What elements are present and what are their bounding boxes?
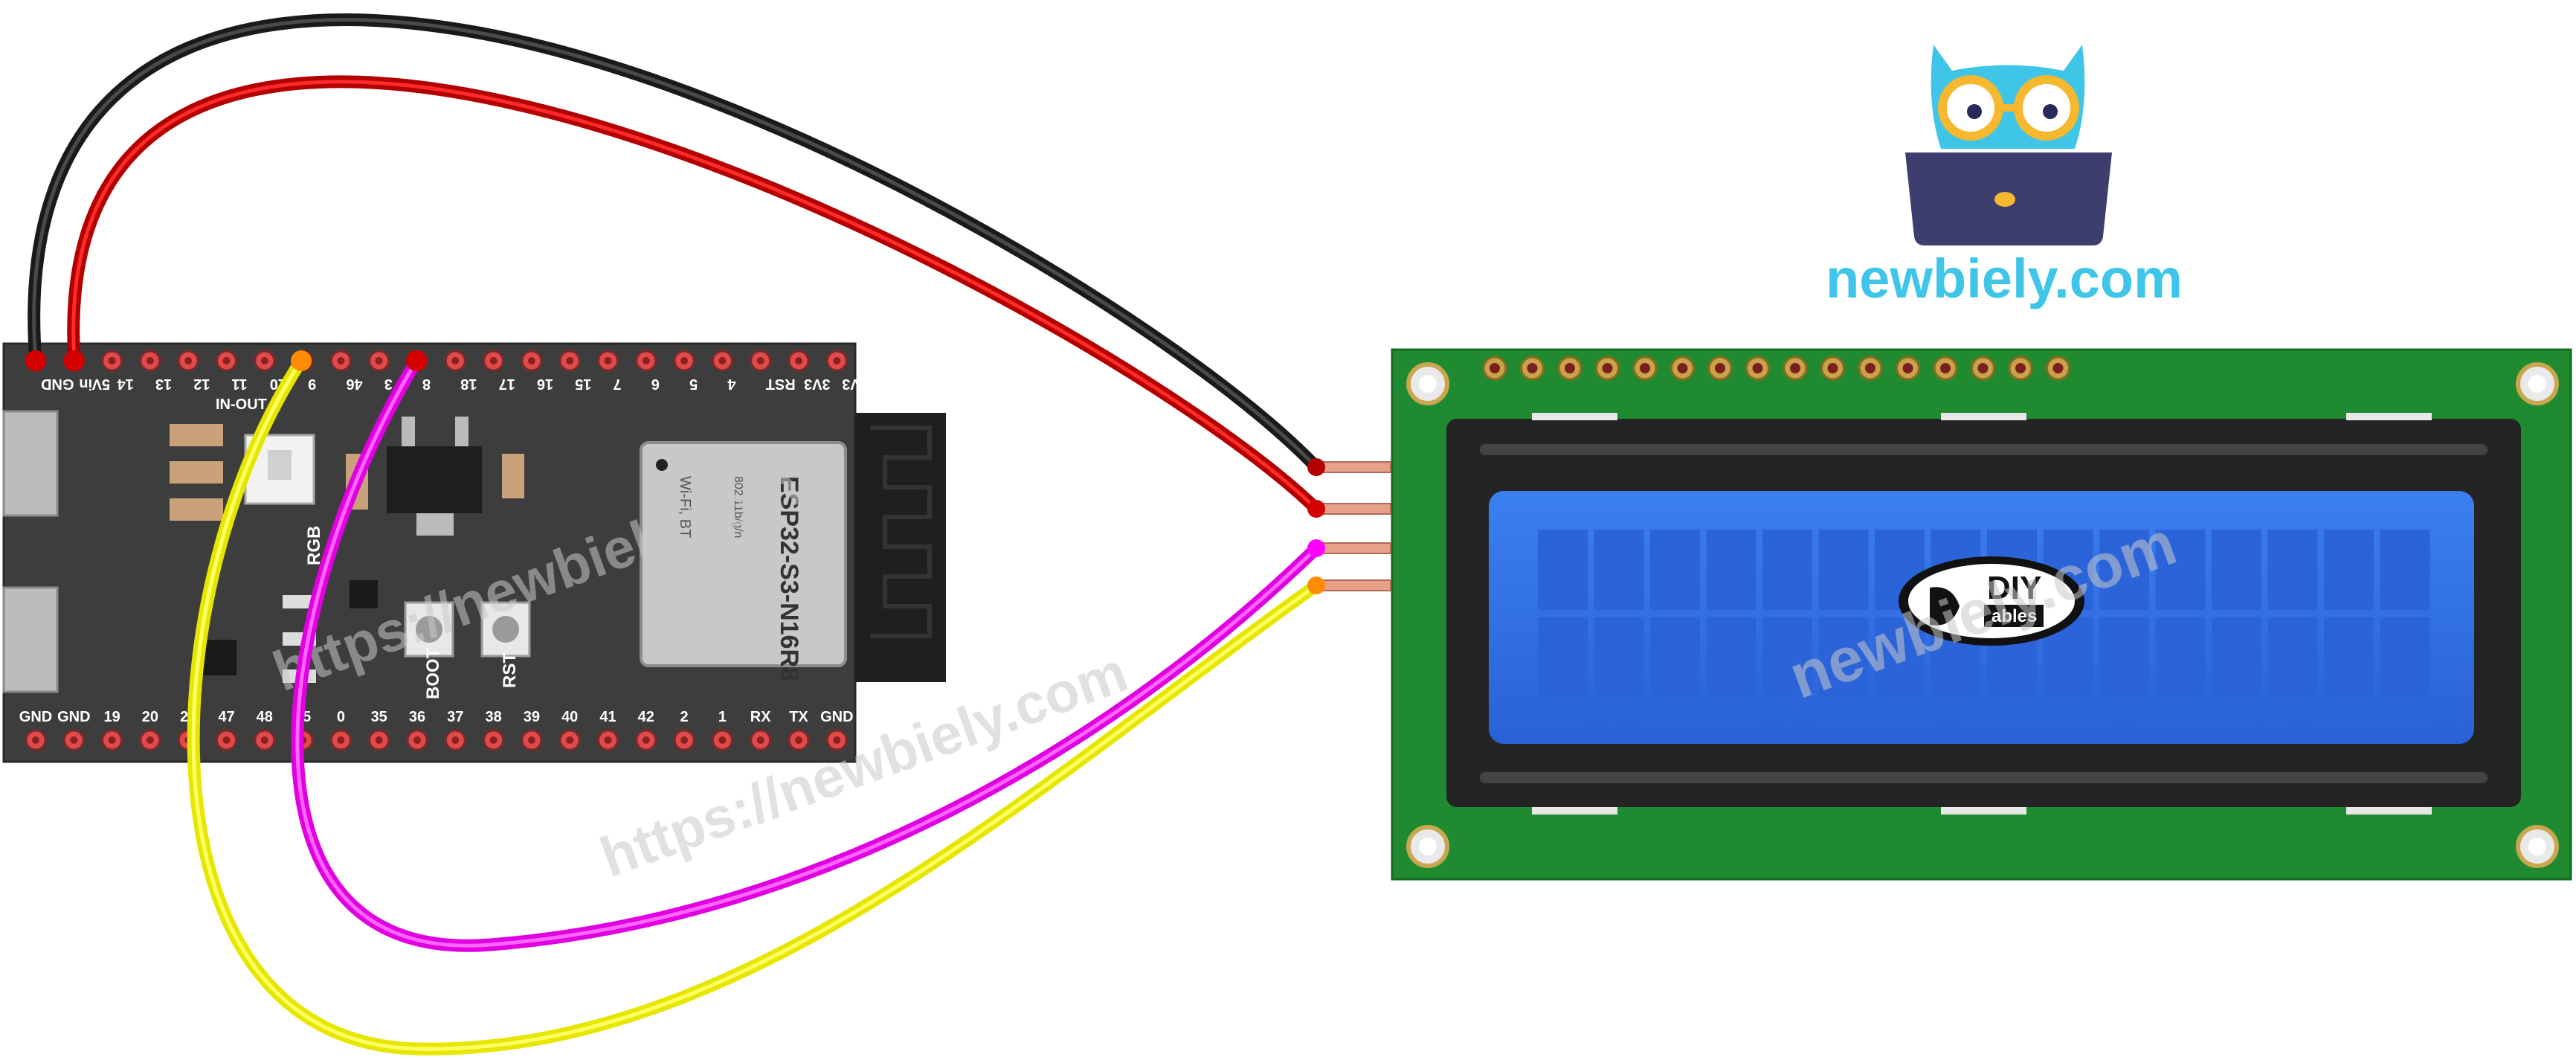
lcd-char-cell xyxy=(2212,530,2261,610)
lcd-char-cell xyxy=(2099,530,2149,610)
top-pin-label: 4 xyxy=(727,376,736,392)
usb-port-top xyxy=(2,410,59,517)
lcd-char-cell xyxy=(1762,617,1812,698)
top-pin-label: 11 xyxy=(232,376,248,392)
lcd-char-cell xyxy=(1594,617,1644,698)
module-sub1: Wi-Fi, BT xyxy=(677,476,693,538)
lcd-parallel-pins xyxy=(1482,356,2070,381)
bottom-pin-label: GND xyxy=(19,709,52,725)
lcd-char-cell xyxy=(1762,530,1812,610)
bottom-pin-label: 48 xyxy=(257,709,273,725)
lcd-char-cell xyxy=(1650,530,1700,610)
top-pin-label: 5 xyxy=(689,376,698,392)
top-pin-label: 15 xyxy=(575,376,591,392)
top-pin-label: 14 xyxy=(117,376,134,392)
top-pin-label: 8 xyxy=(422,376,431,392)
boot-button[interactable] xyxy=(404,601,454,658)
lcd-logo-text: DIY xyxy=(1987,570,2041,606)
top-pin-label: GND xyxy=(41,376,74,392)
lcd-char-cell xyxy=(2267,617,2318,698)
module-label: ESP32-S3-N16R8 xyxy=(775,476,803,681)
bottom-pin-label: TX xyxy=(789,709,808,725)
lcd-char-cell xyxy=(1650,617,1700,698)
vcc-wire-core xyxy=(71,80,1318,511)
bottom-pin-label: GND xyxy=(57,709,90,725)
top-pin-label: 9 xyxy=(308,376,316,392)
newbiely-logo: newbiely.com xyxy=(1826,45,2183,309)
esp32-s3-board: BOOT RST RGB IN-OUT ESP32-S3-N16R8 Wi-Fi… xyxy=(2,342,946,763)
bottom-pin-label: RX xyxy=(750,709,771,725)
lcd-char-cell xyxy=(2155,530,2206,610)
top-pin-label: 5Vin xyxy=(79,376,110,392)
lcd-char-cell xyxy=(1818,530,1869,610)
lcd-16x2-module: DIY ables xyxy=(1391,348,2572,881)
top-pin-label: 12 xyxy=(193,376,210,392)
in-out-label: IN-OUT xyxy=(216,396,267,413)
bottom-pin-label: 0 xyxy=(337,709,345,725)
lcd-char-cell xyxy=(2380,617,2430,698)
boot-label: BOOT xyxy=(423,647,443,699)
esp32-module: ESP32-S3-N16R8 Wi-Fi, BT 802.11b/g/n xyxy=(640,441,847,681)
top-pin-label: 13 xyxy=(155,376,172,392)
lcd-char-cell xyxy=(1594,530,1644,610)
scl-wire-core xyxy=(191,359,1318,1051)
lcd-char-cell xyxy=(1875,617,1925,698)
bottom-pin-label: 36 xyxy=(409,709,425,725)
bottom-pin-label: 39 xyxy=(524,709,540,725)
lcd-char-cell xyxy=(2380,530,2430,610)
lcd-char-cell xyxy=(1538,530,1588,610)
lcd-logo-sub: ables xyxy=(1991,606,2037,626)
bottom-pin-label: 37 xyxy=(447,709,463,725)
rst-button[interactable] xyxy=(480,601,531,658)
usb-port-bottom xyxy=(2,586,59,693)
bottom-pin-label: GND xyxy=(820,709,853,725)
i2c-header xyxy=(1316,461,1391,591)
top-pin-label: 16 xyxy=(537,376,553,392)
wires xyxy=(25,13,1325,1056)
site-name: newbiely.com xyxy=(1826,248,2183,309)
top-pin-label: 7 xyxy=(614,376,622,392)
bottom-pin-label: 47 xyxy=(218,709,234,725)
bottom-pin-label: 40 xyxy=(561,709,578,725)
top-pin-label: RST xyxy=(766,376,796,392)
top-pin-label: 3V3 xyxy=(804,376,831,392)
lcd-char-cell xyxy=(2324,530,2374,610)
bottom-pin-label: 35 xyxy=(371,709,387,725)
lcd-char-cell xyxy=(1706,530,1756,610)
top-pin-label: 17 xyxy=(499,376,515,392)
lcd-char-cell xyxy=(1538,617,1588,698)
lcd-char-cell xyxy=(2155,617,2206,698)
rst-label: RST xyxy=(500,652,520,688)
lcd-char-cell xyxy=(2212,617,2261,698)
lcd-char-cell xyxy=(1818,617,1869,698)
top-pin-label: 18 xyxy=(460,376,477,392)
sda-wire-core xyxy=(295,359,1318,948)
gnd-wire-core xyxy=(32,18,1318,469)
bottom-pin-label: 1 xyxy=(718,709,727,725)
bottom-pin-label: 20 xyxy=(142,709,158,725)
rgb-label: RGB xyxy=(304,526,324,565)
bottom-pin-label: 38 xyxy=(485,709,501,725)
voltage-regulator xyxy=(387,446,482,513)
top-pin-label: 6 xyxy=(651,376,660,392)
bottom-pin-label: 2 xyxy=(680,709,689,725)
lcd-char-cell xyxy=(2324,617,2374,698)
lcd-char-cell xyxy=(2267,530,2318,610)
bottom-pin-label: 42 xyxy=(638,709,654,725)
bottom-pin-label: 41 xyxy=(599,709,616,725)
module-sub2: 802.11b/g/n xyxy=(732,476,744,538)
bottom-pin-label: 19 xyxy=(103,709,120,725)
top-pin-label: 46 xyxy=(346,376,362,392)
lcd-char-cell xyxy=(2099,617,2149,698)
top-pin-label: 3 xyxy=(384,376,393,392)
lcd-char-cell xyxy=(1706,617,1756,698)
diyables-logo: DIY ables xyxy=(1899,556,2084,646)
top-pin-label: 3V3 xyxy=(842,376,869,392)
